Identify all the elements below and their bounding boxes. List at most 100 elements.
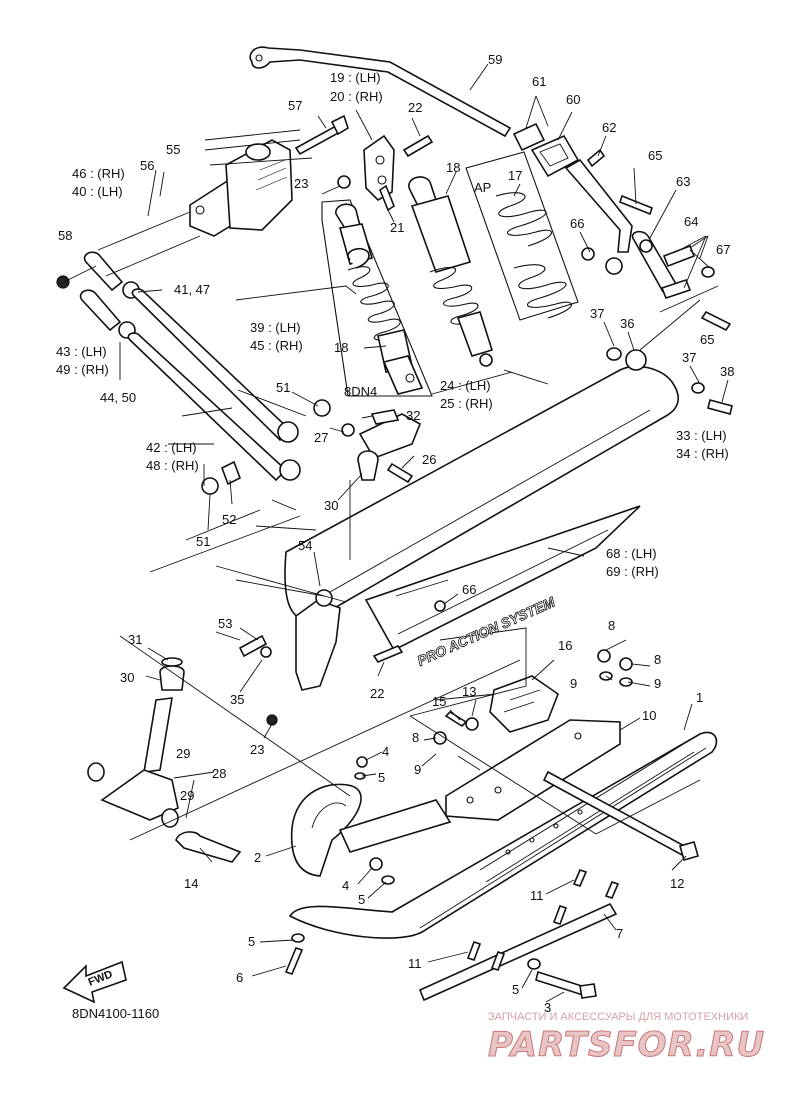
radius-rods-left (56, 251, 331, 495)
callout-29b: 29 (180, 788, 194, 803)
wear-block-part (489, 675, 559, 733)
frame-bracket-part (189, 129, 313, 237)
callout-27: 27 (314, 430, 328, 445)
callout-7: 7 (616, 926, 623, 941)
callout-23b: 23 (250, 742, 264, 757)
callout-40: 40 : (LH) (72, 184, 123, 199)
callout-67: 67 (716, 242, 730, 257)
callout-59: 59 (488, 52, 502, 67)
callout-12: 12 (670, 876, 684, 891)
callout-30b: 30 (120, 670, 134, 685)
callout-54: 54 (298, 538, 312, 553)
callout-66a: 66 (570, 216, 584, 231)
bolt-65b-part (700, 310, 732, 332)
stabilizer-bar-part (249, 46, 512, 138)
bolt-3-part (535, 970, 589, 998)
callout-8DN4: 8DN4 (344, 384, 377, 399)
callout-37a: 37 (590, 306, 604, 321)
callout-38: 38 (720, 364, 734, 379)
callout-24: 24 : (LH) (440, 378, 491, 393)
callout-65a: 65 (648, 148, 662, 163)
watermark-site: PARTSFOR.RU (488, 1025, 765, 1065)
shock-absorber-right (408, 176, 494, 367)
callout-69: 69 : (RH) (606, 564, 659, 579)
callout-22a: 22 (408, 100, 422, 115)
spring-box-ap (465, 151, 579, 321)
bolt-65a-part (619, 194, 653, 216)
callout-13: 13 (462, 684, 476, 699)
plate-61-part (512, 122, 546, 152)
callout-34: 34 : (RH) (676, 446, 729, 461)
callout-18b: 18 (334, 340, 348, 355)
callout-8c: 8 (412, 730, 419, 745)
callout-20: 20 : (RH) (330, 89, 383, 104)
ski-loop-part (290, 783, 452, 877)
ski-column-part (87, 657, 242, 863)
callout-56: 56 (140, 158, 154, 173)
callout-4147: 41, 47 (174, 282, 210, 297)
callout-35: 35 (230, 692, 244, 707)
callout-5b: 5 (358, 892, 365, 907)
callout-14: 14 (184, 876, 198, 891)
callout-65b: 65 (700, 332, 714, 347)
callout-61: 61 (532, 74, 546, 89)
linework (56, 46, 733, 1004)
callout-10: 10 (642, 708, 656, 723)
callout-51a: 51 (276, 380, 290, 395)
callout-2: 2 (254, 850, 261, 865)
callout-4a: 4 (382, 744, 389, 759)
callout-49: 49 : (RH) (56, 362, 109, 377)
bolt-6-part (284, 947, 304, 975)
callout-46: 46 : (RH) (72, 166, 125, 181)
leader-lines (63, 211, 719, 841)
callout-48: 48 : (RH) (146, 458, 199, 473)
fwd-arrow (62, 960, 127, 1004)
callout-64: 64 (684, 214, 698, 229)
callout-4b: 4 (342, 878, 349, 893)
bolt-57-part (294, 124, 342, 156)
callout-9b: 9 (654, 676, 661, 691)
callout-32: 32 (406, 408, 420, 423)
callout-57: 57 (288, 98, 302, 113)
callout-1: 1 (696, 690, 703, 705)
callout-36: 36 (620, 316, 634, 331)
callout-8a: 8 (608, 618, 615, 633)
spindle-part (238, 589, 446, 726)
callout-52: 52 (222, 512, 236, 527)
spring-17 (495, 192, 572, 319)
callout-16: 16 (558, 638, 572, 653)
runner-part (418, 902, 618, 1002)
callout-31: 31 (128, 632, 142, 647)
decal-part (364, 505, 641, 652)
callout-45: 45 : (RH) (250, 338, 303, 353)
callout-25: 25 : (RH) (440, 396, 493, 411)
ski-part (288, 731, 718, 939)
callout-62: 62 (602, 120, 616, 135)
callout-53: 53 (218, 616, 232, 631)
shock-absorber-left (335, 203, 424, 395)
callout-5c: 5 (248, 934, 255, 949)
callout-66b: 66 (462, 582, 476, 597)
shock-bracket-part (363, 134, 395, 201)
shock-box-8dn4 (321, 199, 433, 397)
callout-55: 55 (166, 142, 180, 157)
callout-19: 19 : (LH) (330, 70, 381, 85)
callout-AP: AP (474, 180, 491, 195)
callout-5a: 5 (378, 770, 385, 785)
callout-60: 60 (566, 92, 580, 107)
watermark-tagline: ЗАПЧАСТИ И АКСЕССУАРЫ ДЛЯ МОТОТЕХНИКИ (488, 1011, 748, 1023)
callout-42: 42 : (LH) (146, 440, 197, 455)
callout-58: 58 (58, 228, 72, 243)
callout-4450: 44, 50 (100, 390, 136, 405)
callout-29a: 29 (176, 746, 190, 761)
callout-22b: 22 (370, 686, 384, 701)
callout-23a: 23 (294, 176, 308, 191)
callout-17: 17 (508, 168, 522, 183)
callout-8b: 8 (654, 652, 661, 667)
callout-3: 3 (544, 1000, 551, 1015)
callout-30a: 30 (324, 498, 338, 513)
plate-60-part (530, 134, 580, 178)
callout-43: 43 : (LH) (56, 344, 107, 359)
